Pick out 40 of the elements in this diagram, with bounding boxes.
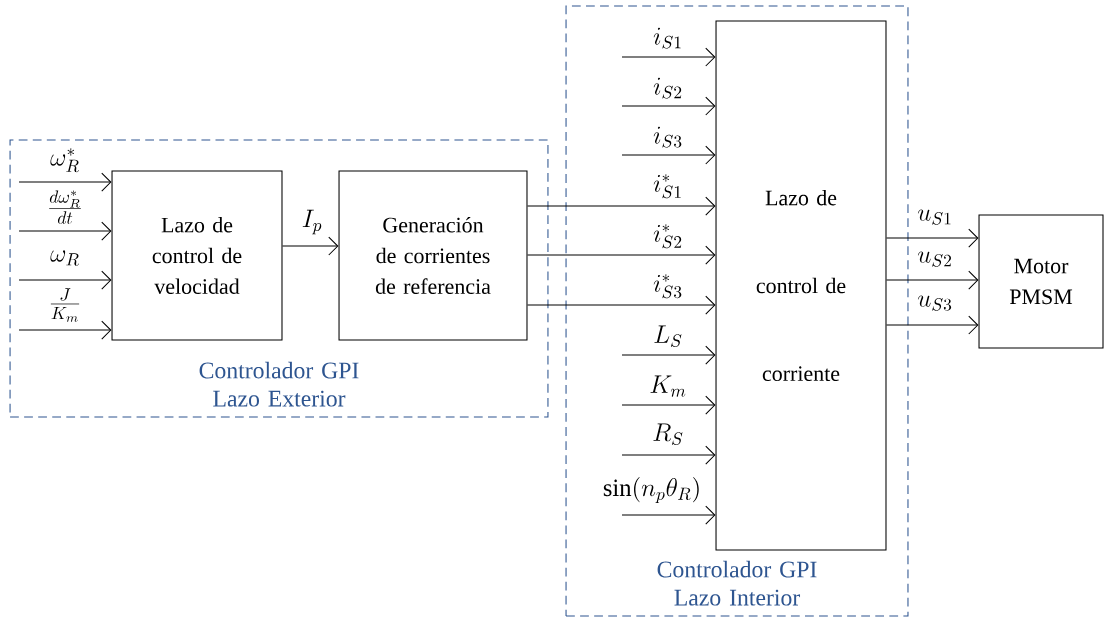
- arrow: [527, 245, 716, 265]
- signal-label: $L_S$: [654, 325, 682, 347]
- arrow: [18, 320, 112, 340]
- block-box: Lazo de control de velocidad: [111, 170, 283, 341]
- signal-label: $i_{S1}$: [653, 27, 681, 49]
- signal-label: $\sin(n_p\theta_R)$: [603, 476, 699, 504]
- arrow: [886, 270, 979, 290]
- motor-box: Motor PMSM: [978, 214, 1104, 349]
- signal-label: $\omega_R$: [50, 250, 79, 266]
- arrow: [621, 345, 716, 365]
- arrow: [886, 315, 979, 335]
- signal-label: $i_{S1}^*$: [653, 174, 681, 199]
- block-box: Generación de corrientes de referencia: [338, 170, 528, 341]
- arrow: [282, 236, 339, 256]
- arrow: [621, 145, 716, 165]
- signal-label: $I_p$: [302, 209, 322, 235]
- arrow: [18, 270, 112, 290]
- signal-label: $u_{S1}$: [917, 209, 951, 225]
- arrow: [621, 445, 716, 465]
- arrow: [621, 505, 716, 525]
- signal-label: $R_S$: [653, 423, 683, 445]
- signal-label: $K_m$: [650, 375, 686, 397]
- arrow: [18, 221, 112, 241]
- arrow: [18, 172, 112, 192]
- arrow: [621, 395, 716, 415]
- block-box: Lazo de control de corriente: [715, 20, 887, 551]
- signal-label: $i_{S3}$: [653, 126, 682, 148]
- signal-label: $u_{S3}$: [917, 295, 952, 311]
- signal-label: $\frac{J}{K_m}$: [50, 288, 80, 322]
- arrow: [621, 47, 716, 67]
- signal-label: $i_{S2}$: [653, 77, 682, 99]
- signal-label: $u_{S2}$: [917, 251, 951, 267]
- arrow: [527, 196, 716, 216]
- signal-label: $\omega_R^*$: [50, 148, 79, 173]
- arrow: [621, 96, 716, 116]
- signal-label: $i_{S2}^*$: [653, 224, 682, 249]
- signal-label: $\frac{d\omega_R^*}{dt}$: [49, 190, 81, 224]
- arrow: [886, 228, 979, 248]
- arrow: [527, 295, 716, 315]
- signal-label: $i_{S3}^*$: [653, 274, 682, 299]
